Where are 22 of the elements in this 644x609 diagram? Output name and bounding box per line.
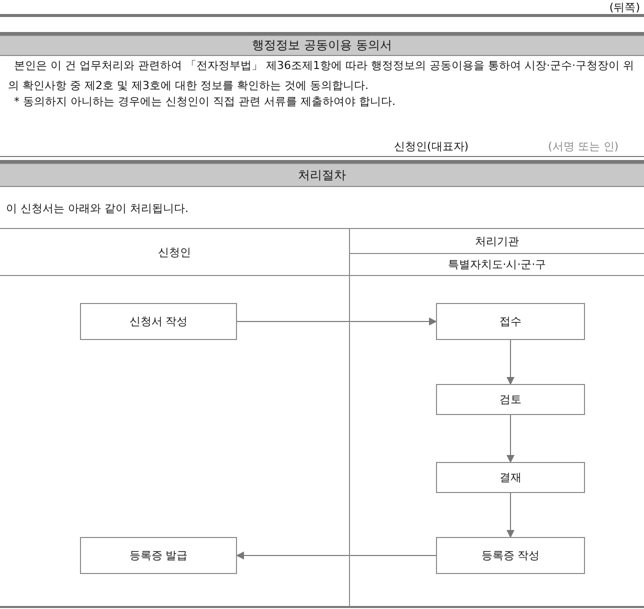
signer-label: 신청인(대표자) (394, 139, 469, 154)
lane-header: 신청인 (157, 244, 192, 260)
signature-field: (서명 또는 인) (548, 139, 619, 154)
arrow (236, 318, 437, 326)
section-heading: 행정정보 공동이용 동의서 (0, 35, 644, 56)
arrow (236, 552, 436, 560)
intro-text: 이 신청서는 아래와 같이 처리됩니다. (6, 201, 188, 216)
process-box: 검토 (436, 384, 585, 415)
process-box: 등록증 작성 (436, 537, 585, 574)
process-box: 결재 (436, 462, 585, 493)
process-box: 등록증 발급 (80, 537, 237, 574)
consent-paragraph: 본인은 이 건 업무처리와 관련하여 「전자정부법」 제36조제1항에 따라 행정정보의 공동이용을 통하여 시장·군수·구청장이 위의 확인사항 중 제2호 및 제3호에 대한 정보를 확인하는 것에 동의합니다. (8, 58, 634, 94)
process-box: 신청서 작성 (80, 303, 237, 340)
page-side-label: (뒤쪽) (609, 0, 640, 15)
note-text: * 동의하지 아니하는 경우에는 신청인이 직접 관련 서류를 제출하여야 합니다. (14, 94, 396, 110)
process-box: 접수 (436, 303, 585, 340)
arrow (506, 414, 514, 463)
lane-subheader: 특별자치도·시·군·구 (446, 257, 548, 273)
section-heading: 처리절차 (0, 163, 644, 187)
arrow (506, 492, 514, 538)
arrow (506, 340, 514, 385)
lane-header: 처리기관 (474, 234, 520, 250)
